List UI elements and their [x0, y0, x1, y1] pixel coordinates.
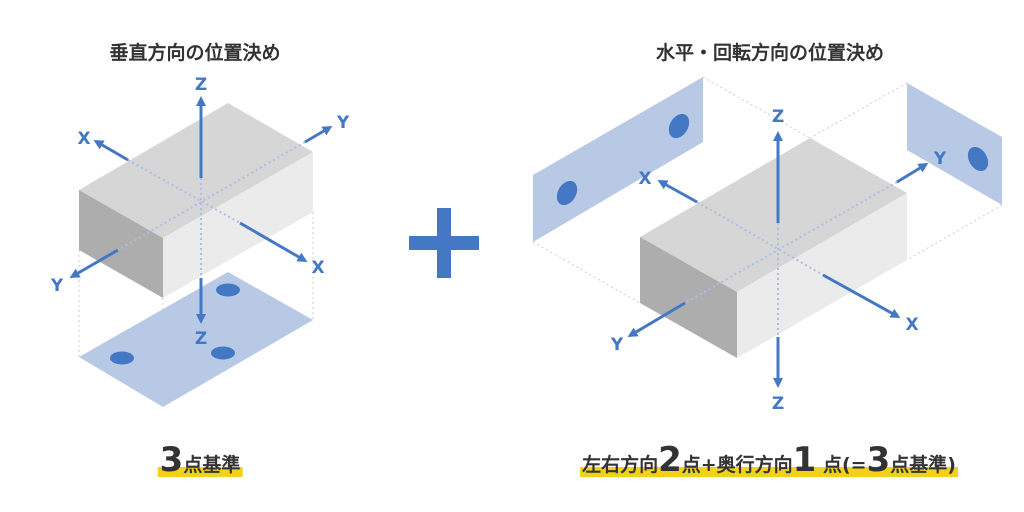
axis-arrows: [627, 131, 929, 388]
right-title: 水平・回転方向の位置決め: [655, 42, 885, 64]
axis-arrows: [69, 96, 333, 324]
axis-label-z: Z: [772, 394, 784, 414]
right-diagram: Z X Y X Y Z: [532, 76, 1003, 414]
caption-text: 点基準): [890, 454, 956, 476]
axis-label-z: Z: [195, 329, 207, 349]
axis-label-z: Z: [772, 107, 784, 127]
axis-label-x: X: [77, 129, 90, 149]
axis-label-x: X: [638, 169, 651, 189]
right-caption: 左右方向2点+奥行方向1 点(=3点基準): [580, 440, 958, 480]
caption-number: 3: [159, 440, 184, 480]
caption-number: 1: [792, 440, 817, 480]
locating-point: [668, 113, 690, 139]
axis-label-y: Y: [50, 276, 64, 296]
axis-label-x: X: [311, 258, 324, 278]
locating-point: [110, 351, 134, 365]
caption-text: 点(=: [816, 454, 867, 476]
left-diagram: Z X Y X Y Z: [50, 75, 350, 407]
axis-label-y: Y: [610, 335, 624, 355]
locating-point: [967, 146, 989, 172]
workpiece-box: [640, 138, 907, 358]
locating-point: [556, 180, 578, 206]
left-caption: 3点基準: [157, 440, 243, 480]
axis-label-x: X: [905, 315, 918, 335]
locating-point: [216, 283, 240, 297]
center-lines: [684, 181, 898, 337]
caption-text: 点基準: [183, 454, 241, 476]
axis-label-y: Y: [336, 113, 350, 133]
locating-point: [211, 346, 235, 360]
caption-text: 点+奥行方向: [681, 454, 793, 476]
workpiece-box: [79, 103, 313, 298]
axis-label-y: Y: [933, 149, 947, 169]
side-plate: [533, 77, 703, 242]
center-lines: [117, 141, 306, 278]
base-plate: [79, 272, 313, 407]
caption-number: 3: [866, 440, 891, 480]
caption-number: 2: [658, 440, 682, 480]
left-title: 垂直方向の位置決め: [109, 42, 281, 64]
rear-plate: [907, 83, 1002, 205]
projection-lines: [532, 76, 1003, 304]
plus-icon: [409, 208, 479, 278]
caption-text: 左右方向: [582, 454, 659, 476]
axis-label-z: Z: [195, 75, 207, 95]
